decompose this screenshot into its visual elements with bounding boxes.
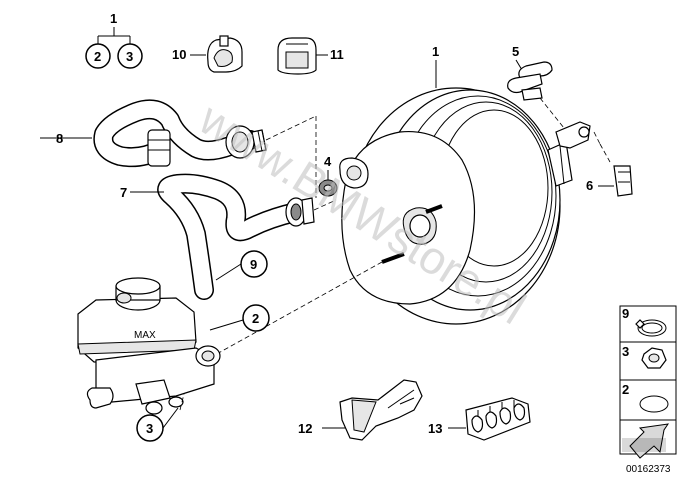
callout-2-top: 2	[94, 49, 101, 64]
callout-11: 11	[330, 47, 344, 62]
part-fork-bracket	[539, 97, 611, 163]
part-master-cylinder: MAX	[77, 277, 221, 415]
callout-1-booster: 1	[432, 44, 439, 59]
callout-5: 5	[512, 44, 519, 59]
callout-12: 12	[298, 421, 312, 436]
part-8-vacuum-hose: 8	[40, 99, 267, 168]
diagram-id: 00162373	[626, 464, 671, 475]
legend-number-3: 3	[622, 344, 629, 359]
callout-13: 13	[428, 421, 442, 436]
callout-4: 4	[324, 154, 332, 169]
callout-8: 8	[56, 131, 63, 146]
callout-3-bottom: 3	[146, 421, 153, 436]
part-12-bracket: 12	[298, 379, 423, 441]
part-1-brake-booster: 1	[339, 44, 573, 325]
part-7-vacuum-hose: 7	[120, 173, 315, 300]
part-6-clip: 6	[586, 165, 633, 197]
reservoir-max-mark: MAX	[134, 330, 156, 341]
callout-10: 10	[172, 47, 186, 62]
part-13-rubber-pad: 13	[428, 397, 531, 441]
callout-circle-3	[117, 43, 143, 69]
callout-9: 9	[250, 257, 257, 272]
callout-1-top: 1	[110, 11, 117, 26]
part-4-grommet: 4	[318, 154, 338, 197]
legend-panel: 9 3 2	[619, 305, 677, 459]
part-5-clevis: 5	[507, 44, 553, 101]
callout-3-top: 3	[126, 49, 133, 64]
part-11-grommet: 11	[277, 37, 344, 75]
arrow-icon	[629, 423, 670, 459]
callout-group-1-2-3: 1 2 3	[85, 11, 143, 69]
callout-7: 7	[120, 185, 127, 200]
callout-6: 6	[586, 178, 593, 193]
callout-circle-2	[85, 43, 111, 69]
callout-2-mid: 2	[252, 311, 259, 326]
part-10-grommet: 10	[172, 35, 243, 73]
legend-number-2: 2	[622, 382, 629, 397]
callout-circle-2-mid	[242, 304, 270, 332]
legend-number-9: 9	[622, 306, 629, 321]
